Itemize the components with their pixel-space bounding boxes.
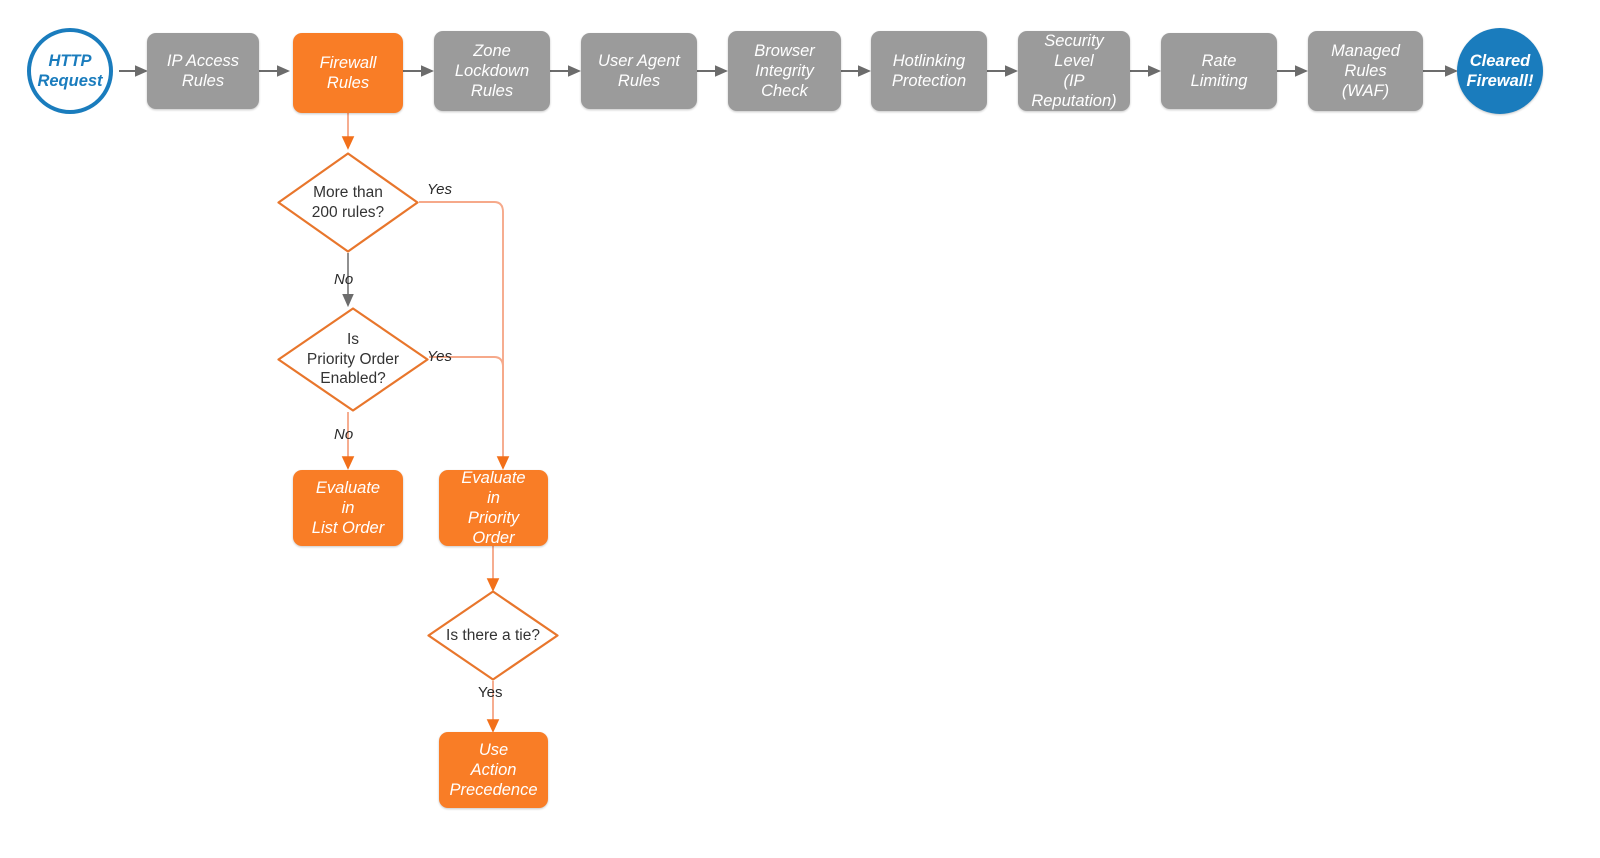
node-label: Evaluate in Priority Order <box>461 468 526 548</box>
edge-label-priority-order-no: No <box>334 426 354 443</box>
node-label: Security Level (IP Reputation) <box>1031 31 1117 111</box>
node-user-agent-rules[interactable]: User Agent Rules <box>581 33 697 109</box>
diamond-outline <box>277 152 419 253</box>
node-zone-lockdown-rules[interactable]: Zone Lockdown Rules <box>434 31 550 111</box>
node-label: Zone Lockdown Rules <box>454 41 530 101</box>
node-security-level[interactable]: Security Level (IP Reputation) <box>1018 31 1130 111</box>
node-label: Rate Limiting <box>1190 51 1248 90</box>
node-label: Use Action Precedence <box>449 740 538 800</box>
node-evaluate-in-list-order[interactable]: Evaluate in List Order <box>293 470 403 546</box>
node-hotlinking-protection[interactable]: Hotlinking Protection <box>871 31 987 111</box>
decision-more-than-200-rules[interactable]: More than 200 rules? <box>277 152 419 253</box>
node-label: IP Access Rules <box>166 51 240 90</box>
diamond-outline <box>427 590 559 681</box>
node-ip-access-rules[interactable]: IP Access Rules <box>147 33 259 109</box>
node-label: User Agent Rules <box>598 51 680 90</box>
edge-label-more-than-200-yes: Yes <box>427 181 453 198</box>
node-label: Firewall Rules <box>319 53 377 92</box>
decision-is-priority-order-enabled[interactable]: Is Priority Order Enabled? <box>277 307 429 412</box>
edge-label-priority-order-yes: Yes <box>427 348 453 365</box>
node-label: HTTP Request <box>37 51 103 90</box>
node-http-request[interactable]: HTTP Request <box>27 28 113 114</box>
node-use-action-precedence[interactable]: Use Action Precedence <box>439 732 548 808</box>
node-label: Cleared Firewall! <box>1466 51 1534 90</box>
edge-label-more-than-200-no: No <box>334 271 354 288</box>
node-label: Evaluate in List Order <box>311 478 385 538</box>
node-evaluate-in-priority-order[interactable]: Evaluate in Priority Order <box>439 468 548 548</box>
decision-is-there-a-tie[interactable]: Is there a tie? <box>427 590 559 681</box>
node-managed-rules-waf[interactable]: Managed Rules (WAF) <box>1308 31 1423 111</box>
node-browser-integrity-check[interactable]: Browser Integrity Check <box>728 31 841 111</box>
node-label: Managed Rules (WAF) <box>1331 41 1400 101</box>
decision-label: Is there a tie? <box>446 626 540 644</box>
diamond-outline <box>277 307 429 412</box>
edge-label-tie-yes: Yes <box>478 684 503 701</box>
node-cleared-firewall[interactable]: Cleared Firewall! <box>1457 28 1543 114</box>
decision-label: Is Priority Order Enabled? <box>306 330 400 388</box>
decision-label: More than 200 rules? <box>311 183 385 221</box>
node-firewall-rules[interactable]: Firewall Rules <box>293 33 403 113</box>
node-label: Browser Integrity Check <box>754 41 815 101</box>
node-label: Hotlinking Protection <box>891 51 967 90</box>
node-rate-limiting[interactable]: Rate Limiting <box>1161 33 1277 109</box>
